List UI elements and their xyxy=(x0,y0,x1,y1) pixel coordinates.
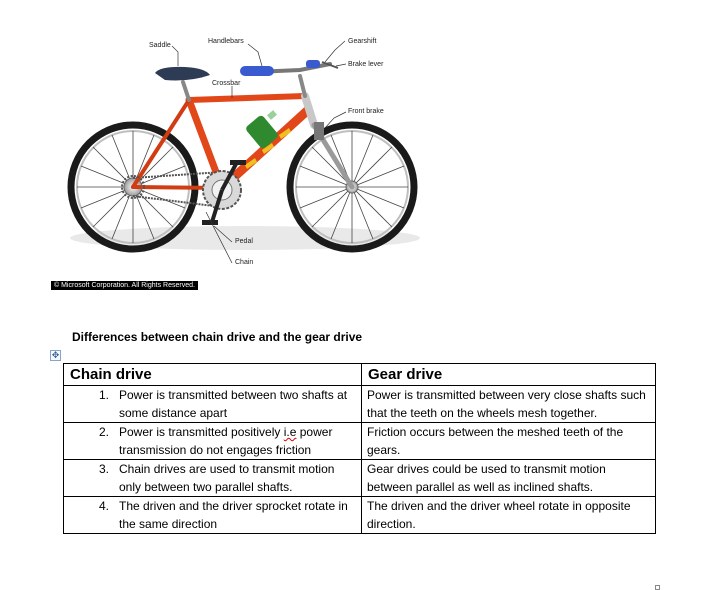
front-brake xyxy=(314,122,324,140)
chain-cell: 2. Power is transmitted positively i.e po… xyxy=(63,422,362,460)
handlebars xyxy=(240,60,339,76)
gear-cell: Power is transmitted between very close … xyxy=(361,385,656,423)
table-row: 3. Chain drives are used to transmit moti… xyxy=(63,459,656,497)
table-header-row: Chain drive Gear drive xyxy=(63,363,656,386)
chain-cell: 3. Chain drives are used to transmit moti… xyxy=(63,459,362,497)
table-row: 2. Power is transmitted positively i.e po… xyxy=(63,422,656,460)
section-heading: Differences between chain drive and the … xyxy=(72,330,363,344)
spelling-flagged-text[interactable]: i.e xyxy=(283,425,297,439)
header-gear-drive: Gear drive xyxy=(361,363,656,386)
gear-cell: Friction occurs between the meshed teeth… xyxy=(361,422,656,460)
label-brake-lever: Brake lever xyxy=(348,61,384,68)
row-number: 3. xyxy=(98,462,109,476)
table-row: 4. The driven and the driver sprocket rot… xyxy=(63,496,656,534)
label-crossbar: Crossbar xyxy=(212,80,241,87)
label-chain: Chain xyxy=(235,259,254,266)
chain-cell: 1. Power is transmitted between two shaft… xyxy=(63,385,362,423)
bicycle-illustration xyxy=(67,40,420,264)
chain-cell: 4. The driven and the driver sprocket rot… xyxy=(63,496,362,534)
label-handlebars: Handlebars xyxy=(208,38,244,45)
chain-text-end: power transmission do not engages fricti… xyxy=(119,425,333,457)
saddle xyxy=(155,66,210,81)
chain-text: Power is transmitted between two shafts … xyxy=(119,388,348,420)
callout-lines xyxy=(171,40,347,264)
row-number: 1. xyxy=(98,388,109,402)
rear-sprocket xyxy=(121,175,145,199)
table-resize-handle[interactable] xyxy=(655,585,660,590)
chainring xyxy=(202,160,246,225)
comparison-table: Chain drive Gear drive 1. Power is transm… xyxy=(63,363,656,534)
bicycle-figure: Saddle Handlebars Gearshift Brake lever … xyxy=(0,0,430,300)
water-bottle xyxy=(246,110,278,149)
label-gearshift: Gearshift xyxy=(348,38,377,45)
table-row: 1. Power is transmitted between two shaft… xyxy=(63,385,656,423)
chain-text: The driven and the driver sprocket rotat… xyxy=(119,499,348,531)
row-number: 4. xyxy=(98,499,109,513)
gear-cell: The driven and the driver wheel rotate i… xyxy=(361,496,656,534)
frame-decal xyxy=(245,128,291,169)
label-pedal: Pedal xyxy=(235,238,253,245)
chain-text: Chain drives are used to transmit motion… xyxy=(119,462,335,494)
row-number: 2. xyxy=(98,425,109,439)
header-chain-drive: Chain drive xyxy=(63,363,362,386)
gear-cell: Gear drives could be used to transmit mo… xyxy=(361,459,656,497)
label-saddle: Saddle xyxy=(149,42,171,49)
chain-text-start: Power is transmitted positively xyxy=(119,425,284,439)
label-front-brake: Front brake xyxy=(348,108,384,115)
chain-text: Power is transmitted positively i.e powe… xyxy=(119,423,356,459)
table-move-handle-icon[interactable]: ✥ xyxy=(50,350,61,361)
copyright-notice: © Microsoft Corporation. All Rights Rese… xyxy=(51,281,198,290)
